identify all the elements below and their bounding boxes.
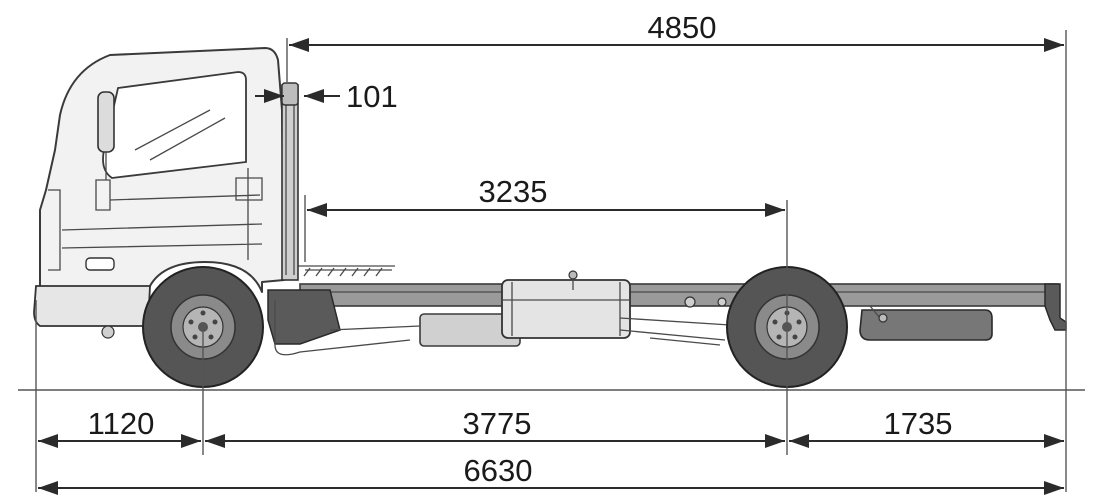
dim-label-4850: 4850: [648, 10, 717, 45]
dim-label-1735: 1735: [884, 406, 953, 441]
turn-lamp: [85, 257, 115, 271]
front-bumper: [33, 285, 151, 327]
chassis-frame-rail: [299, 283, 1059, 307]
front-wheel: [142, 266, 264, 388]
dim-label-3775: 3775: [463, 406, 532, 441]
cab-window: [102, 71, 247, 179]
dim-label-3235: 3235: [479, 174, 548, 209]
dim-label-101: 101: [346, 79, 398, 114]
side-mirror: [97, 91, 115, 153]
dim-label-1120: 1120: [88, 406, 155, 441]
dim-label-6630: 6630: [464, 453, 533, 488]
exhaust-stack: [281, 84, 299, 281]
frame-end-bracket: [1044, 283, 1067, 331]
fuel-tank: [501, 279, 631, 339]
truck-drawing: [33, 47, 1067, 388]
spare-wheel-carrier: [859, 309, 993, 341]
